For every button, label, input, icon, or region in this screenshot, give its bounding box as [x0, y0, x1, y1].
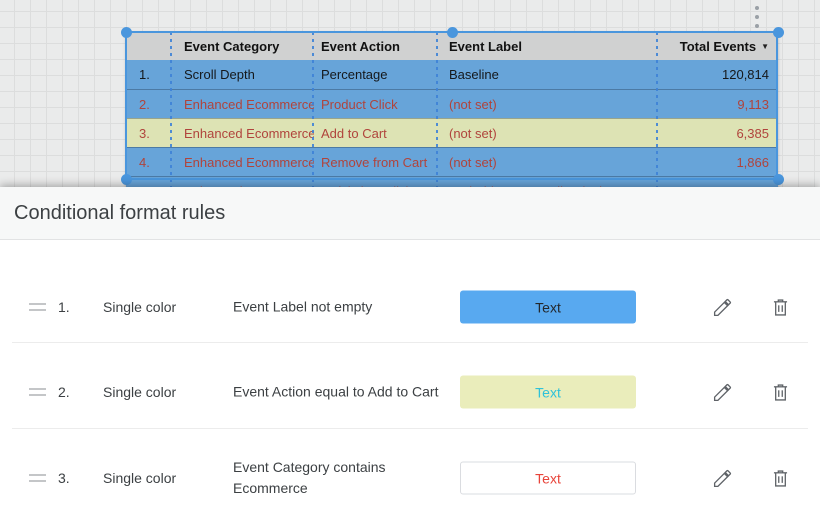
- delete-rule-button[interactable]: [768, 295, 792, 319]
- chart-options-menu-icon[interactable]: [750, 6, 764, 28]
- pencil-icon: [713, 298, 731, 316]
- selection-handle-bottom-left[interactable]: [120, 173, 132, 185]
- condition-line: Event Category contains: [233, 459, 386, 475]
- cell-event-action: Remove from Cart: [321, 154, 428, 170]
- rule-color-swatch[interactable]: Text: [460, 290, 636, 324]
- rule-color-swatch[interactable]: Text: [460, 375, 636, 409]
- cell-total-events: 1,330: [658, 177, 778, 188]
- column-header-total-events[interactable]: Total Events ▼: [658, 32, 778, 60]
- table-row: 4. Enhanced Ecommerce Remove from Cart (…: [126, 147, 778, 176]
- rule-type: Single color: [103, 470, 177, 486]
- cell-index: 4.: [139, 154, 150, 170]
- cell-event-action: Percentage: [321, 67, 388, 82]
- events-table[interactable]: Event Category Event Action Event Label …: [126, 32, 778, 187]
- cell-event-label: Baseline: [449, 67, 499, 82]
- table-row: 1. Scroll Depth Percentage Baseline 120,…: [126, 60, 778, 89]
- condition-line: Event Label not empty: [233, 298, 373, 315]
- cell-event-action: Quickview Click: [314, 177, 438, 188]
- format-rule-row: 2. Single color Event Action equal to Ad…: [0, 360, 820, 424]
- selection-handle-top-right[interactable]: [772, 26, 784, 38]
- sort-descending-icon: ▼: [761, 41, 769, 51]
- condition-line: Ecommerce: [233, 480, 308, 496]
- table-row: 2. Enhanced Ecommerce Product Click (not…: [126, 89, 778, 118]
- selection-handle-bottom-right[interactable]: [772, 173, 784, 185]
- rule-type: Single color: [103, 384, 177, 400]
- cell-total-events: 1,866: [736, 154, 769, 170]
- cell-event-label: (not set): [449, 125, 497, 141]
- cell-total-events: 6,385: [736, 125, 769, 141]
- cell-index: 5.: [126, 177, 172, 188]
- pencil-icon: [713, 383, 731, 401]
- panel-title: Conditional format rules: [14, 201, 226, 224]
- edit-rule-button[interactable]: [710, 466, 734, 490]
- report-canvas: Event Category Event Action Event Label …: [0, 0, 820, 187]
- rule-type: Single color: [103, 299, 177, 315]
- cell-event-label: (not set): [449, 96, 497, 112]
- column-header-event-label[interactable]: Event Label: [449, 38, 522, 54]
- rule-number: 2.: [58, 384, 70, 400]
- edit-rule-button[interactable]: [710, 295, 734, 319]
- delete-rule-button[interactable]: [768, 380, 792, 404]
- cell-total-events: 9,113: [737, 96, 769, 112]
- column-header-event-category[interactable]: Event Category: [184, 38, 280, 54]
- conditional-format-panel: Conditional format rules 1. Single color…: [0, 187, 820, 524]
- cell-index: 3.: [139, 125, 150, 141]
- rule-number: 3.: [58, 470, 70, 486]
- drag-handle-icon[interactable]: [29, 474, 46, 482]
- cell-event-category: Enhanced Ecommerce: [184, 125, 314, 141]
- cell-event-category: Enhanced Ecommerce: [184, 154, 314, 170]
- selection-handle-top-center[interactable]: [446, 26, 458, 38]
- cell-event-action: Product Click: [321, 96, 398, 112]
- cell-total-events: 120,814: [722, 67, 769, 82]
- format-rule-row: 1. Single color Event Label not empty Te…: [0, 275, 820, 339]
- column-header-event-action[interactable]: Event Action: [321, 38, 400, 54]
- cell-index: 2.: [139, 96, 150, 112]
- rule-condition: Event Action equal to Add to Cart: [233, 382, 455, 403]
- rule-condition: Event Label not empty: [233, 297, 455, 318]
- total-events-label: Total Events: [679, 38, 757, 54]
- trash-icon: [773, 298, 787, 316]
- delete-rule-button[interactable]: [768, 466, 792, 490]
- cell-event-category: Enhanced Ecommerce: [184, 96, 314, 112]
- selection-handle-top-left[interactable]: [120, 26, 132, 38]
- trash-icon: [773, 469, 787, 487]
- condition-line: Event Action equal to Add to Cart: [233, 383, 439, 400]
- panel-header: Conditional format rules: [0, 187, 820, 240]
- divider: [12, 342, 808, 343]
- drag-handle-icon[interactable]: [29, 388, 46, 396]
- pencil-icon: [713, 469, 731, 487]
- table-row: 5. Enhanced Ecommerce Quickview Click An…: [126, 176, 778, 187]
- rule-number: 1.: [58, 299, 70, 315]
- divider: [12, 428, 808, 429]
- cell-index: 1.: [139, 67, 150, 82]
- edit-rule-button[interactable]: [710, 380, 734, 404]
- cell-event-category: Enhanced Ecommerce: [172, 177, 314, 188]
- table-row: 3. Enhanced Ecommerce Add to Cart (not s…: [126, 118, 778, 147]
- trash-icon: [773, 383, 787, 401]
- cell-event-category: Scroll Depth: [184, 67, 255, 82]
- format-rule-row: 3. Single color Event Category contains …: [0, 446, 820, 510]
- rule-condition: Event Category contains Ecommerce: [233, 457, 455, 499]
- column-header-index: [126, 32, 172, 60]
- drag-handle-icon[interactable]: [29, 303, 46, 311]
- rule-color-swatch[interactable]: Text: [460, 461, 636, 495]
- cell-event-label: (not set): [449, 154, 497, 170]
- cell-event-label: Android Tape Hoodie Black: [438, 177, 658, 188]
- cell-event-action: Add to Cart: [321, 125, 387, 141]
